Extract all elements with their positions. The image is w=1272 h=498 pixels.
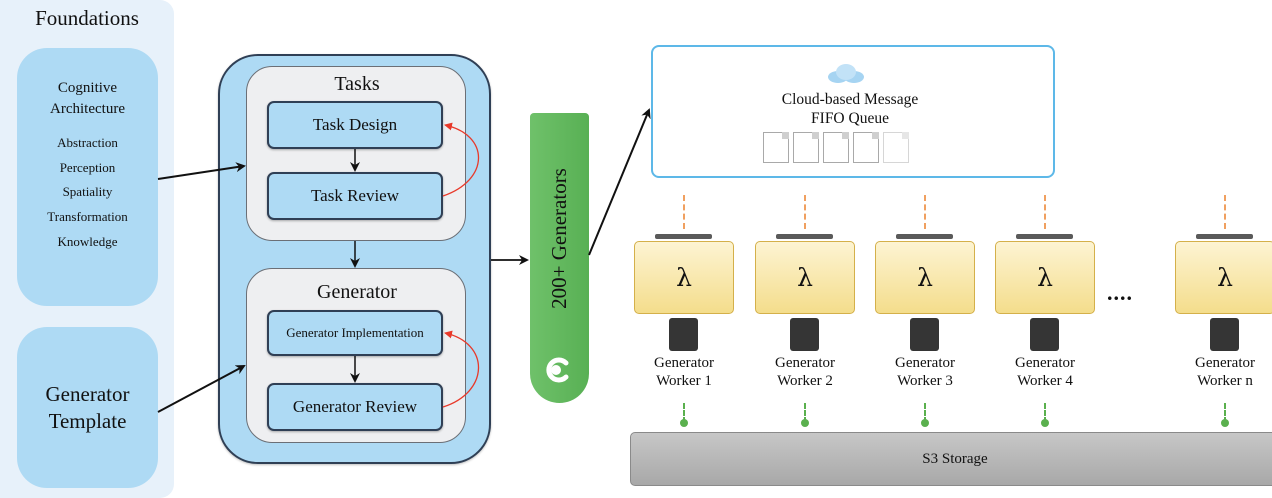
worker-container-icon (669, 318, 698, 351)
worker-label-line2: Worker 4 (1017, 373, 1073, 389)
worker-label-line1: Generator (895, 355, 955, 371)
worker-container-icon (1030, 318, 1059, 351)
generator-worker: λ Generator Worker 2 (755, 195, 855, 427)
worker-label-line1: Generator (654, 355, 714, 371)
queue-label: Cloud-based Message FIFO Queue (700, 90, 1000, 128)
cognitive-architecture-box: Cognitive Architecture Abstraction Perce… (17, 48, 158, 306)
queue-link-line (1224, 195, 1226, 229)
worker-label: Generator Worker 3 (855, 354, 995, 390)
cognitive-title-line1: Cognitive (57, 80, 118, 96)
worker-cap (1196, 234, 1253, 239)
worker-label-line2: Worker 2 (777, 373, 833, 389)
worker-cap (1016, 234, 1073, 239)
queue-link-line (924, 195, 926, 229)
cognitive-item: Perception (59, 159, 116, 175)
storage-link-line (1224, 403, 1226, 423)
cognitive-architecture-title: Cognitive Architecture (50, 78, 125, 120)
storage-link-line (804, 403, 806, 423)
lambda-function-box: λ (875, 241, 975, 314)
worker-container-icon (790, 318, 819, 351)
generators-bar-label: 200+ Generators (547, 167, 571, 309)
queue-label-line2: FIFO Queue (811, 110, 889, 127)
generator-template-line1: Generator (45, 381, 130, 406)
cognitive-item: Transformation (47, 209, 128, 225)
worker-label: Generator Worker 1 (614, 354, 754, 390)
generator-worker: λ Generator Worker 3 (875, 195, 975, 427)
worker-container-icon (1210, 318, 1239, 351)
storage-link-dot (1221, 419, 1229, 427)
worker-cap (655, 234, 712, 239)
queue-message-icon (793, 132, 819, 163)
cognitive-item: Spatiality (62, 184, 113, 200)
foundations-title: Foundations (35, 6, 139, 30)
tasks-title: Tasks (334, 73, 380, 95)
lambda-function-box: λ (634, 241, 734, 314)
generator-title: Generator (317, 281, 397, 303)
queue-message-icon (883, 132, 909, 163)
task-review-step: Task Review (267, 172, 443, 220)
storage-link-dot (1041, 419, 1049, 427)
generator-implementation-step: Generator Implementation (267, 310, 443, 356)
worker-label: Generator Worker 2 (735, 354, 875, 390)
queue-link-line (804, 195, 806, 229)
cognitive-item: Knowledge (57, 233, 118, 249)
s3-storage-label: S3 Storage (922, 450, 988, 467)
queue-message-icon (853, 132, 879, 163)
cloud-icon (828, 64, 864, 83)
generator-worker: λ Generator Worker 4 (995, 195, 1095, 427)
refresh-cycle-icon (546, 357, 569, 383)
worker-cap (896, 234, 953, 239)
queue-message-icon (823, 132, 849, 163)
generator-worker: λ Generator Worker 1 (634, 195, 734, 427)
generators-bar-label-wrap: 200+ Generators (530, 113, 589, 363)
worker-label: Generator Worker 4 (975, 354, 1115, 390)
generator-template-box: Generator Template (17, 327, 158, 488)
worker-cap (776, 234, 833, 239)
worker-label-line2: Worker 1 (656, 373, 712, 389)
cognitive-items-list: Abstraction Perception Spatiality Transf… (47, 131, 127, 255)
storage-link-line (1044, 403, 1046, 423)
queue-label-line1: Cloud-based Message (781, 91, 919, 108)
generator-template-line2: Template (48, 408, 127, 433)
worker-label-line1: Generator (1195, 355, 1255, 371)
cognitive-item: Abstraction (57, 135, 118, 150)
worker-label-line2: Worker n (1197, 373, 1253, 389)
storage-link-line (683, 403, 685, 423)
lambda-function-box: λ (1175, 241, 1272, 314)
worker-label-line1: Generator (775, 355, 835, 371)
worker-label-line1: Generator (1015, 355, 1075, 371)
generators-bar: 200+ Generators (530, 113, 589, 403)
worker-label: Generator Worker n (1155, 354, 1272, 390)
cognitive-title-line2: Architecture (50, 101, 125, 117)
queue-link-line (683, 195, 685, 229)
lambda-function-box: λ (755, 241, 855, 314)
worker-label-line2: Worker 3 (897, 373, 953, 389)
storage-link-dot (921, 419, 929, 427)
storage-link-dot (801, 419, 809, 427)
worker-container-icon (910, 318, 939, 351)
queue-message-icon (763, 132, 789, 163)
generator-worker: λ Generator Worker n (1175, 195, 1272, 427)
storage-link-dot (680, 419, 688, 427)
task-design-step: Task Design (267, 101, 443, 149)
storage-link-line (924, 403, 926, 423)
more-workers-ellipsis: .... (1107, 280, 1133, 305)
queue-link-line (1044, 195, 1046, 229)
lambda-function-box: λ (995, 241, 1095, 314)
s3-storage-bar: S3 Storage (630, 432, 1272, 486)
generator-review-step: Generator Review (267, 383, 443, 431)
